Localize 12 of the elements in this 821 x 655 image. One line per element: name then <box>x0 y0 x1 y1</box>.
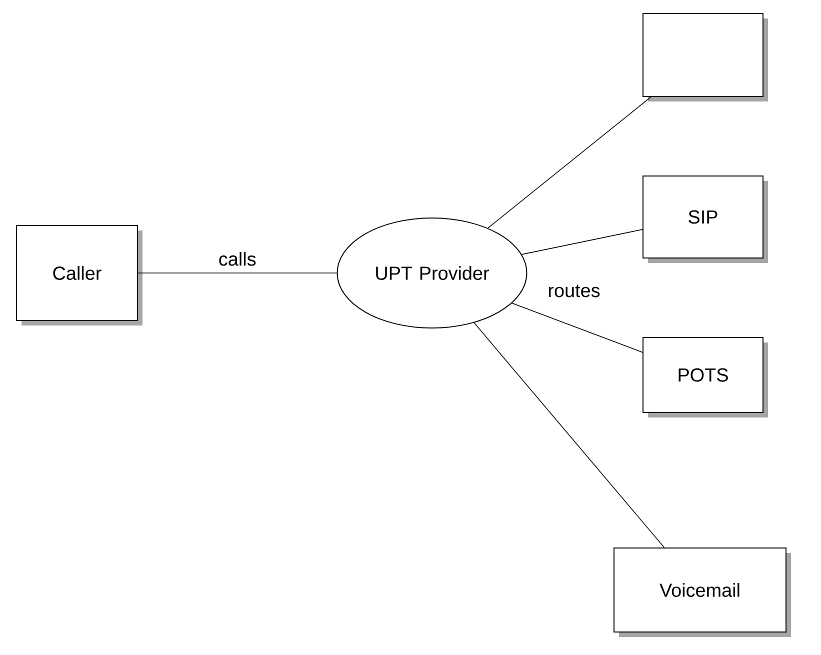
connector-line <box>474 322 665 548</box>
edge-label: calls <box>219 252 256 266</box>
connector-line <box>521 229 643 255</box>
box: Caller <box>16 225 142 326</box>
connector-line <box>488 96 652 228</box>
box: Voicemail <box>614 548 791 637</box>
connector-line <box>138 272 338 274</box>
annotation-label: routes <box>548 284 600 298</box>
box: POTS <box>642 337 768 418</box>
box <box>642 13 768 102</box>
box: SIP <box>642 176 768 263</box>
connector-line <box>512 302 643 353</box>
